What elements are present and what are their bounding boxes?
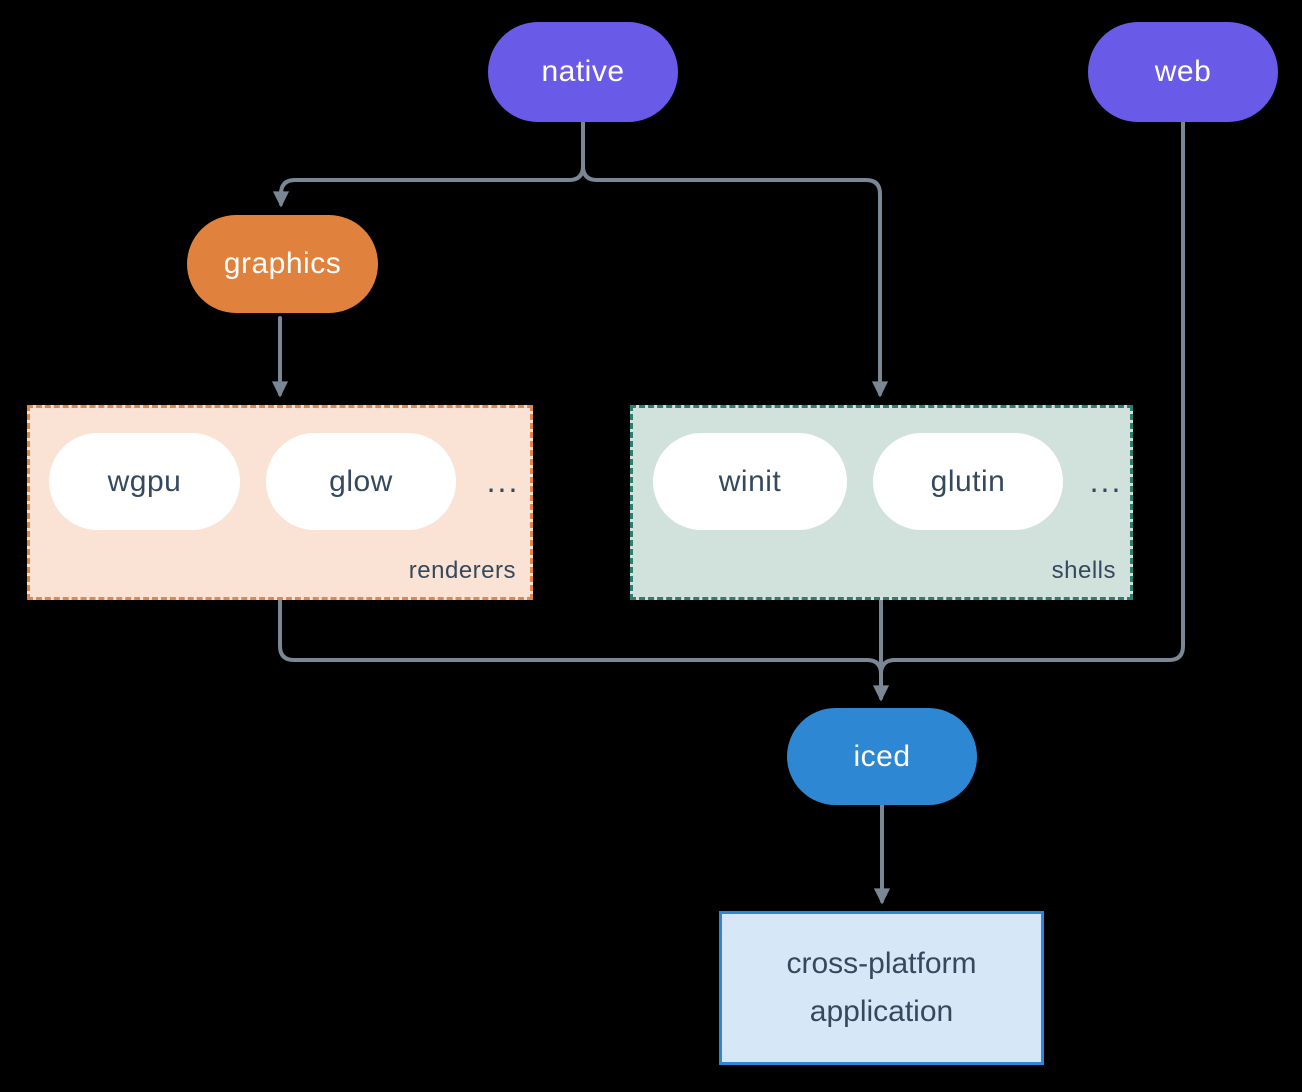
node-native-label: native <box>541 55 625 88</box>
node-web: web <box>1088 22 1278 122</box>
shells-ellipsis: ... <box>1089 463 1123 499</box>
node-native: native <box>488 22 678 122</box>
node-graphics: graphics <box>187 215 378 313</box>
renderers-ellipsis: ... <box>486 463 520 499</box>
node-glutin-label: glutin <box>930 464 1006 498</box>
node-glutin: glutin <box>873 433 1063 530</box>
node-web-label: web <box>1154 55 1212 88</box>
group-shells-label: shells <box>1051 557 1116 584</box>
group-renderers: wgpu glow ... renderers <box>27 405 533 600</box>
node-winit-label: winit <box>718 464 782 498</box>
edge-native-to-shells <box>581 120 889 398</box>
node-wgpu: wgpu <box>49 433 240 530</box>
node-glow-label: glow <box>329 464 393 498</box>
node-application-label: cross-platform application <box>786 947 977 1028</box>
node-wgpu-label: wgpu <box>107 464 182 498</box>
group-renderers-label: renderers <box>408 557 516 584</box>
node-winit: winit <box>653 433 847 530</box>
node-graphics-label: graphics <box>223 247 342 280</box>
node-iced-label: iced <box>853 739 911 773</box>
node-cross-platform-application: cross-platform application <box>719 911 1044 1065</box>
node-glow: glow <box>266 433 456 530</box>
edge-renderers-to-junction <box>278 598 883 676</box>
edge-native-to-graphics <box>272 120 585 208</box>
group-shells: winit glutin ... shells <box>630 405 1133 600</box>
node-iced: iced <box>787 708 977 805</box>
